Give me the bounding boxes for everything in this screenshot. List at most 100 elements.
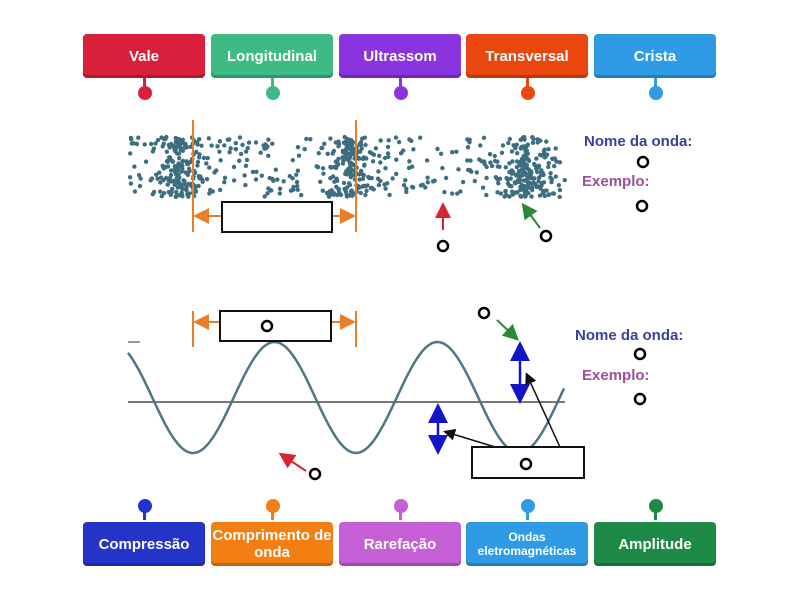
label-pin-head[interactable] xyxy=(394,499,408,513)
label-pin-head[interactable] xyxy=(138,86,152,100)
label-pin-head[interactable] xyxy=(649,499,663,513)
particle xyxy=(328,164,333,170)
label-pin-head[interactable] xyxy=(138,499,152,513)
label-pin-head[interactable] xyxy=(521,86,535,100)
label-pin-head[interactable] xyxy=(521,499,535,513)
particle xyxy=(154,172,159,177)
particle xyxy=(347,145,353,150)
particle xyxy=(136,173,142,178)
drop-target-circle[interactable] xyxy=(308,467,322,481)
particle xyxy=(165,182,170,187)
particle xyxy=(529,194,534,199)
particle xyxy=(394,157,399,162)
particle xyxy=(358,168,364,174)
particle xyxy=(238,151,244,157)
drop-target-circle[interactable] xyxy=(633,392,647,406)
label-tile[interactable]: Compressão xyxy=(83,522,205,566)
particle xyxy=(382,182,387,187)
particle xyxy=(550,191,556,196)
particle xyxy=(538,138,543,143)
particle xyxy=(200,179,205,184)
label-pin xyxy=(143,78,146,88)
particle xyxy=(245,145,250,151)
particle xyxy=(320,188,325,193)
particle xyxy=(328,136,333,141)
drop-zone-box[interactable] xyxy=(221,201,333,233)
particle xyxy=(128,151,133,156)
particle xyxy=(182,179,187,184)
label-tile[interactable]: Crista xyxy=(594,34,716,78)
label-pin-head[interactable] xyxy=(394,86,408,100)
particle xyxy=(542,155,547,160)
particle xyxy=(546,192,552,197)
label-tile[interactable]: Ultrassom xyxy=(339,34,461,78)
particle xyxy=(127,175,133,180)
particle xyxy=(360,136,365,141)
drop-target-circle[interactable] xyxy=(477,306,491,320)
particle xyxy=(404,189,409,195)
label-pin-head[interactable] xyxy=(266,499,280,513)
particle xyxy=(299,192,304,198)
particle xyxy=(534,156,539,161)
label-tile[interactable]: Vale xyxy=(83,34,205,78)
drop-target-circle[interactable] xyxy=(636,155,650,169)
particle xyxy=(385,151,391,156)
particle xyxy=(362,162,367,167)
particle xyxy=(180,159,185,164)
label-tile[interactable]: Ondas eletromagnéticas xyxy=(466,522,588,566)
particle xyxy=(321,171,326,176)
particle xyxy=(254,169,259,174)
particle xyxy=(187,168,192,174)
drop-target-circle[interactable] xyxy=(635,199,649,213)
particle xyxy=(495,190,500,195)
particle xyxy=(518,194,524,199)
drop-target-circle[interactable] xyxy=(633,347,647,361)
particle xyxy=(478,143,483,148)
particle xyxy=(253,177,259,182)
particle xyxy=(536,179,541,184)
particle xyxy=(507,161,512,166)
particle xyxy=(386,138,391,143)
particle xyxy=(503,188,508,194)
drop-target-circle[interactable] xyxy=(519,457,533,471)
label-pin xyxy=(399,510,402,520)
particle xyxy=(158,189,163,194)
particle xyxy=(454,149,459,154)
particle xyxy=(161,166,166,171)
particle xyxy=(277,186,283,191)
particle xyxy=(357,142,362,147)
particle xyxy=(149,176,155,181)
particle xyxy=(506,140,511,146)
particle xyxy=(308,137,313,142)
drop-target-circle[interactable] xyxy=(436,239,450,253)
particle xyxy=(244,157,250,163)
particle xyxy=(411,147,416,152)
label-tile[interactable]: Rarefação xyxy=(339,522,461,566)
label-tile[interactable]: Amplitude xyxy=(594,522,716,566)
particle xyxy=(529,170,534,176)
particle xyxy=(556,183,562,188)
particle xyxy=(128,181,134,186)
drop-zone-box[interactable] xyxy=(219,310,332,342)
particle xyxy=(265,191,270,196)
label-tile[interactable]: Comprimento de onda xyxy=(211,522,333,566)
particle xyxy=(513,181,518,186)
drop-target-circle[interactable] xyxy=(260,319,274,333)
particle xyxy=(382,155,388,161)
particle xyxy=(520,173,525,178)
label-pin-head[interactable] xyxy=(266,86,280,100)
particle xyxy=(277,191,282,196)
label-tile[interactable]: Transversal xyxy=(466,34,588,78)
drop-target-circle[interactable] xyxy=(539,229,553,243)
particle xyxy=(344,169,349,174)
particle xyxy=(343,147,348,153)
label-tile[interactable]: Longitudinal xyxy=(211,34,333,78)
particle xyxy=(328,192,333,197)
particle xyxy=(161,191,167,196)
particle xyxy=(176,143,181,148)
particle xyxy=(198,174,203,179)
particle xyxy=(403,178,408,183)
label-pin-head[interactable] xyxy=(649,86,663,100)
particle xyxy=(296,153,302,158)
label-pin xyxy=(399,78,402,88)
